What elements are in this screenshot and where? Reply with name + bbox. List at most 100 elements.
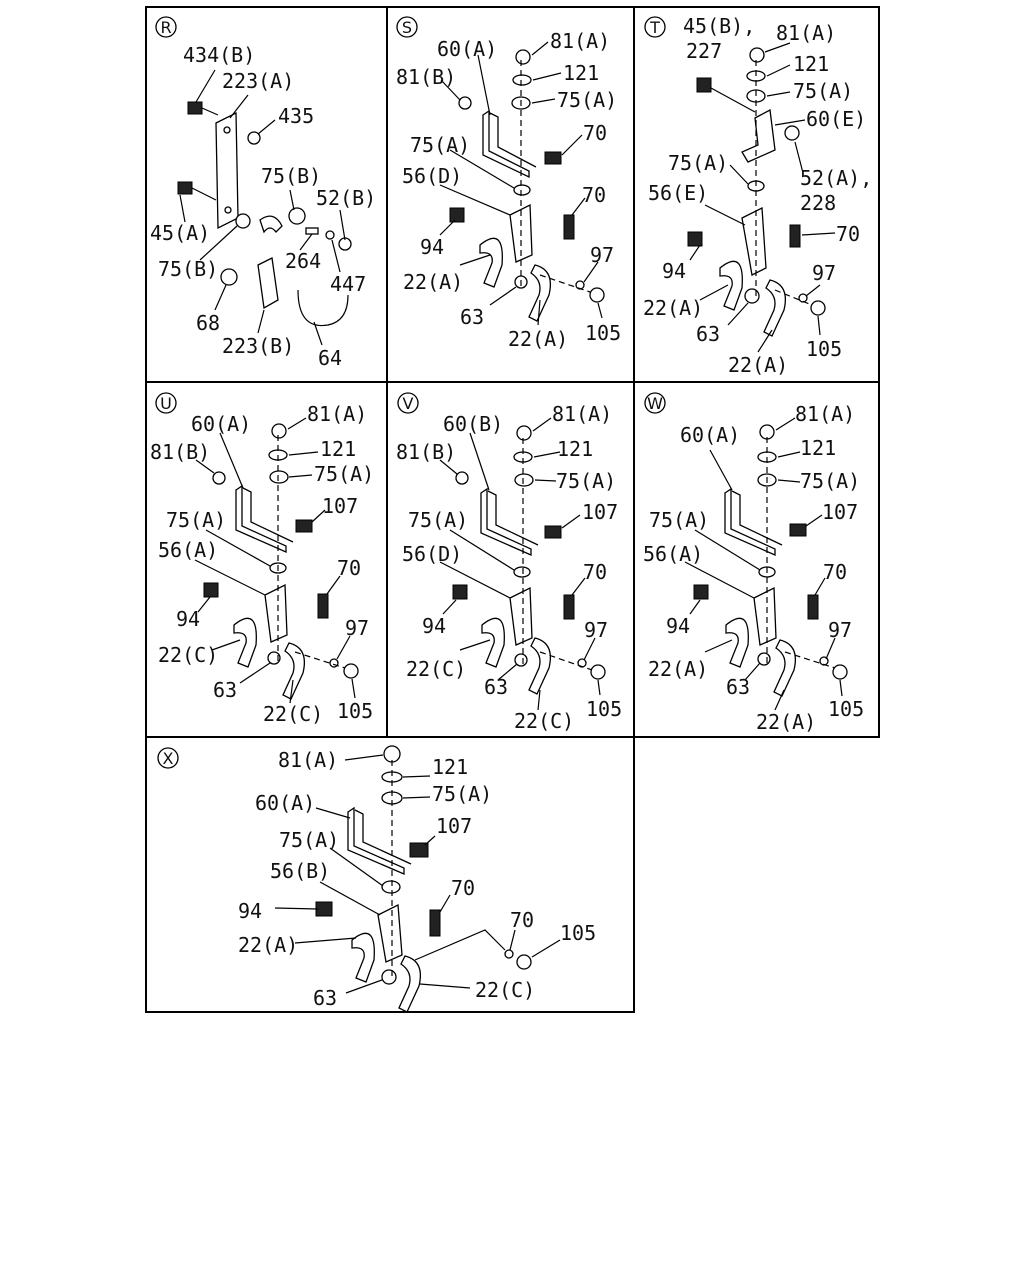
bolt-icon <box>687 231 703 247</box>
bolt-icon <box>789 224 801 248</box>
callout-label: 105 <box>560 921 596 945</box>
callout-label: 97 <box>828 618 852 642</box>
callout-label: 22(A) <box>728 353 788 377</box>
nut-icon <box>589 287 605 303</box>
washer-icon <box>269 470 289 484</box>
panel-id-x: X <box>163 749 174 768</box>
callout-label: 70 <box>583 121 607 145</box>
callout-label: 81(A) <box>307 402 367 426</box>
callout-label: 75(A) <box>793 79 853 103</box>
callout-label: 56(D) <box>402 542 462 566</box>
bolt-icon <box>563 594 575 620</box>
nut-icon <box>212 471 226 485</box>
callout-label: 75(A) <box>432 782 492 806</box>
panel-frames <box>145 6 880 1013</box>
panel-s: S 60(A) 81(A) 121 8 <box>396 16 621 351</box>
panel-w: W 60(A) 81(A) 121 75(A) 7 <box>643 392 864 734</box>
callout-label: 70 <box>836 222 860 246</box>
callout-label: 60(A) <box>255 791 315 815</box>
nut-icon <box>383 745 401 763</box>
callout-label: 223(B) <box>222 334 294 358</box>
bolt-icon <box>452 584 468 600</box>
callout-label: 63 <box>696 322 720 346</box>
callout-label: 22(A) <box>756 710 816 734</box>
bolt-icon <box>693 584 709 600</box>
washer-icon <box>512 74 532 86</box>
callout-label: 63 <box>313 986 337 1010</box>
bolt-icon <box>696 77 712 93</box>
panel-v: V 60(B) 81(A) 121 8 <box>396 392 622 733</box>
panel-id-w: W <box>647 394 663 413</box>
callout-label: 435 <box>278 104 314 128</box>
bolt-icon <box>177 181 193 195</box>
nut-icon <box>810 300 826 316</box>
callout-label: 447 <box>330 272 366 296</box>
callout-label: 75(B) <box>261 164 321 188</box>
washer-icon <box>235 213 251 229</box>
callout-label: 81(A) <box>552 402 612 426</box>
callout-label: 227 <box>686 39 722 63</box>
nut-icon <box>749 47 765 63</box>
bolt-icon <box>807 594 819 620</box>
callout-label: 75(A) <box>800 469 860 493</box>
callout-label: 60(A) <box>437 37 497 61</box>
callout-label: 52(B) <box>316 186 376 210</box>
callout-label: 105 <box>585 321 621 345</box>
callout-label: 105 <box>806 337 842 361</box>
callout-label: 97 <box>812 261 836 285</box>
callout-label: 63 <box>484 675 508 699</box>
bolt-icon <box>409 842 429 858</box>
panel-id-circle <box>155 16 177 38</box>
bolt-icon <box>203 582 219 598</box>
callout-label: 121 <box>800 436 836 460</box>
nut-icon <box>220 268 238 286</box>
callout-label: 75(A) <box>668 151 728 175</box>
callout-label: 22(C) <box>158 643 218 667</box>
bolt-icon <box>544 525 562 539</box>
callout-label: 81(B) <box>396 440 456 464</box>
nut-icon <box>832 664 848 680</box>
callout-label: 228 <box>800 191 836 215</box>
callout-label: 105 <box>337 699 373 723</box>
callout-label: 22(A) <box>238 933 298 957</box>
washer-icon <box>288 207 306 225</box>
callout-label: 56(A) <box>158 538 218 562</box>
callout-label: 81(B) <box>150 440 210 464</box>
callout-label: 81(A) <box>278 748 338 772</box>
callout-label: 22(C) <box>514 709 574 733</box>
bolt-icon <box>187 101 203 115</box>
callout-label: 264 <box>285 249 321 273</box>
callout-label: 60(A) <box>680 423 740 447</box>
callout-label: 94 <box>422 614 446 638</box>
nut-icon <box>247 131 261 145</box>
callout-label: 52(A), <box>800 166 872 190</box>
callout-label: 22(A) <box>648 657 708 681</box>
callout-label: 70 <box>451 876 475 900</box>
callout-label: 121 <box>557 437 593 461</box>
callout-label: 60(E) <box>806 107 866 131</box>
bolt-icon <box>315 901 333 917</box>
panel-id-r: R <box>160 18 171 37</box>
callout-label: 75(A) <box>314 462 374 486</box>
callout-label: 97 <box>345 616 369 640</box>
callout-label: 81(A) <box>795 402 855 426</box>
panel-id-u: U <box>160 394 172 413</box>
callout-label: 56(D) <box>402 164 462 188</box>
callout-label: 75(A) <box>556 469 616 493</box>
callout-label: 75(B) <box>158 257 218 281</box>
callout-label: 94 <box>238 899 262 923</box>
bolt-icon <box>544 151 562 165</box>
callout-label: 22(C) <box>406 657 466 681</box>
nut-icon <box>455 471 469 485</box>
callout-label: 94 <box>662 259 686 283</box>
bolt-icon <box>429 909 441 937</box>
callout-label: 56(E) <box>648 181 708 205</box>
panel-r: R 434(B) 223(A) 435 45(A <box>150 16 376 370</box>
callout-label: 60(B) <box>443 412 503 436</box>
callout-label: 94 <box>176 607 200 631</box>
callout-label: 81(B) <box>396 65 456 89</box>
washer-icon <box>514 473 534 487</box>
nut-icon <box>458 96 472 110</box>
panel-u: U 60(A) 81(A) 121 8 <box>150 392 374 726</box>
